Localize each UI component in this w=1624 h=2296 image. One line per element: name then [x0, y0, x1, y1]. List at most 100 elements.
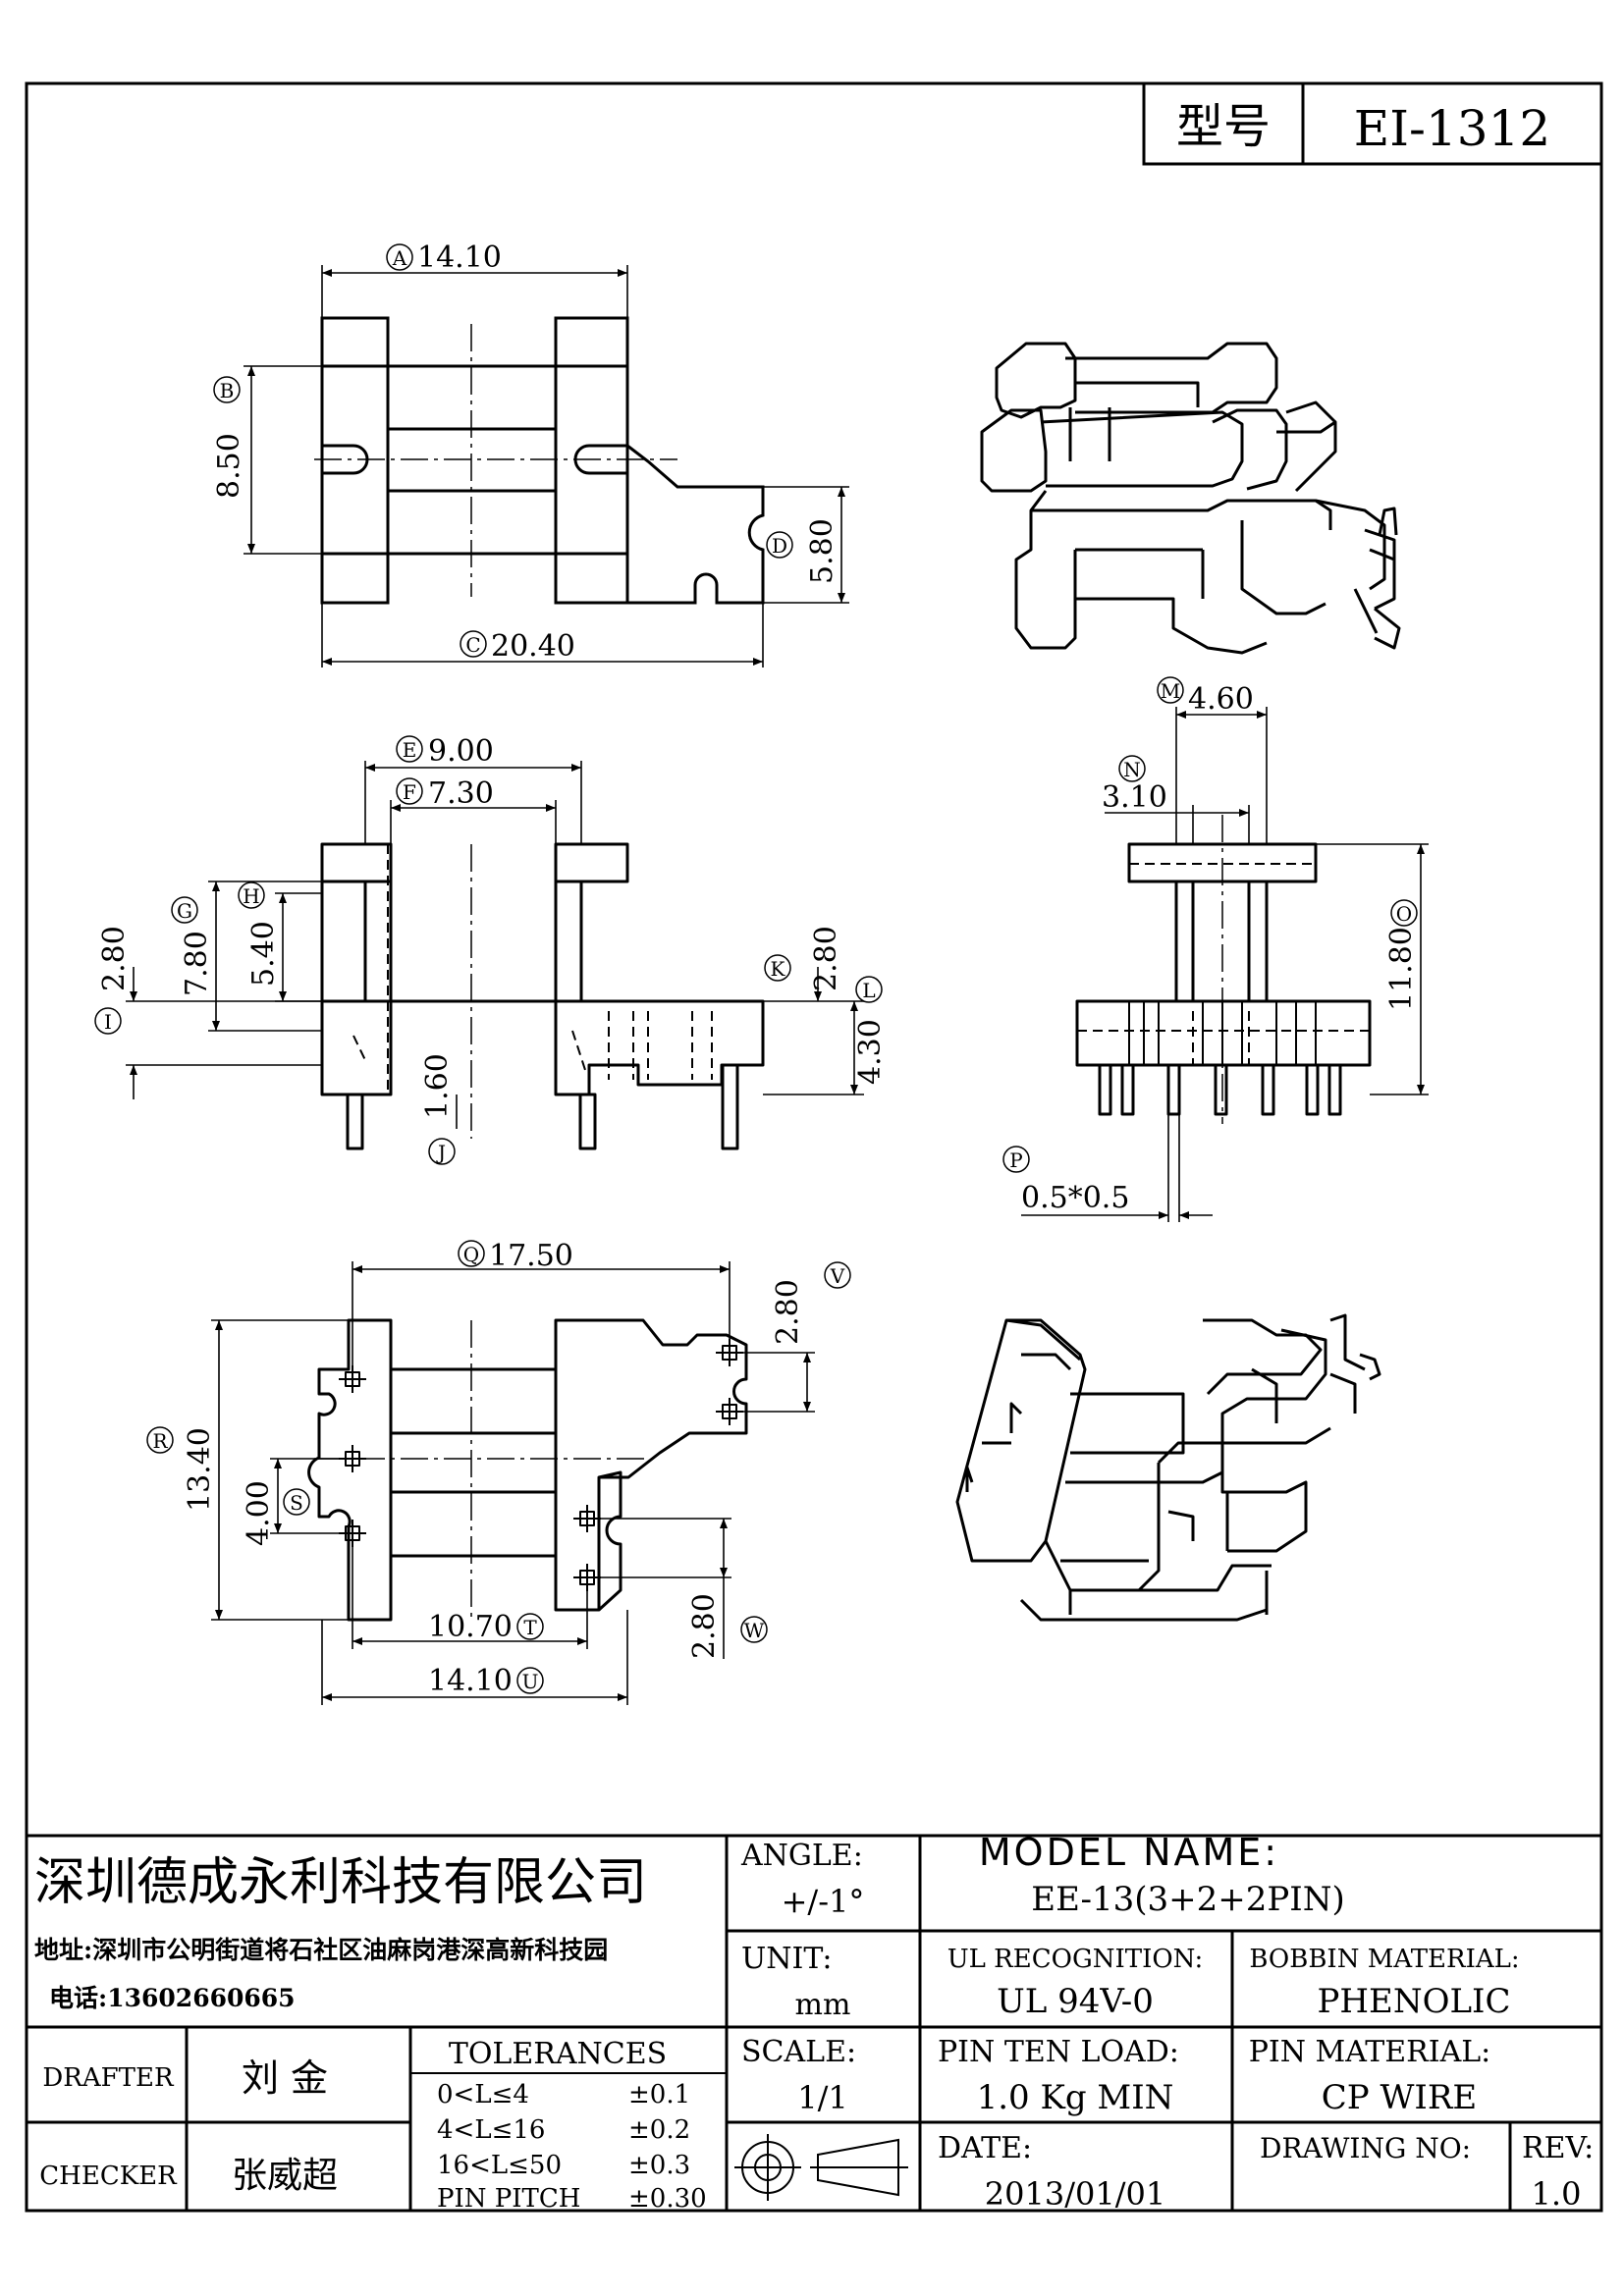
side-view [1075, 815, 1372, 1124]
unit-label: UNIT: [741, 1942, 832, 1976]
tolerance-range-2: 4<L≤16 [437, 2115, 545, 2145]
dim-marker-B-letter: B [220, 379, 235, 402]
iso-view-top [980, 342, 1401, 655]
dim-value-V: 2.80 [771, 1279, 805, 1345]
drafter-label: DRAFTER [42, 2063, 175, 2093]
date-value: 2013/01/01 [985, 2175, 1165, 2213]
tolerance-range-4: PIN PITCH [437, 2184, 580, 2214]
pin-material-value: CP WIRE [1322, 2078, 1478, 2117]
angle-label: ANGLE: [740, 1839, 863, 1873]
dim-marker-U-letter: U [522, 1670, 539, 1693]
dim-marker-D-letter: D [772, 534, 787, 558]
dim-value-N: 3.10 [1102, 780, 1167, 815]
model-value: EE-13(3+2+2PIN) [1031, 1880, 1344, 1919]
title-block [27, 1834, 1601, 2211]
tolerance-range-1: 0<L≤4 [437, 2080, 529, 2109]
dim-value-M: 4.60 [1188, 682, 1254, 717]
dim-value-K: 2.80 [809, 926, 843, 991]
tolerance-value-2: ±0.2 [628, 2115, 690, 2145]
dim-marker-M-letter: M [1161, 679, 1180, 703]
dim-marker-D [766, 531, 793, 559]
dim-marker-R [146, 1426, 174, 1454]
dim-marker-T [516, 1613, 544, 1640]
rev-value: 1.0 [1532, 2175, 1582, 2213]
dim-marker-V-letter: V [830, 1264, 845, 1288]
dim-marker-A [386, 243, 413, 271]
dimension-labels: A 14.10 B 8.50 C 20.40 D 5.80 E 9.00 F 7… [94, 240, 1419, 1698]
dim-marker-S-letter: S [290, 1491, 303, 1515]
bottom-view [307, 1318, 748, 1622]
dim-marker-T-letter: T [523, 1616, 537, 1639]
dim-marker-W [740, 1616, 768, 1643]
tolerances-label: TOLERANCES [449, 2037, 667, 2071]
dim-marker-O-letter: O [1396, 902, 1412, 926]
dim-marker-I-letter: I [104, 1010, 112, 1034]
tolerance-value-1: ±0.1 [628, 2080, 690, 2109]
dim-marker-J [428, 1138, 456, 1165]
top-view [314, 316, 765, 605]
dim-marker-K [764, 954, 791, 982]
dim-marker-M [1157, 676, 1184, 704]
front-view [320, 842, 765, 1150]
iso-view-bottom [955, 1313, 1381, 1622]
tolerance-value-3: ±0.3 [628, 2151, 690, 2180]
dim-value-W: 2.80 [687, 1593, 722, 1659]
dim-value-H: 5.40 [246, 921, 281, 987]
dim-value-E: 9.00 [428, 734, 494, 769]
dim-marker-L-letter: L [862, 979, 875, 1002]
dim-marker-H-letter: H [243, 884, 259, 908]
dim-value-T: 10.70 [428, 1610, 513, 1644]
dim-marker-S [283, 1488, 310, 1516]
tolerance-value-4: ±0.30 [628, 2184, 707, 2214]
model-label: MODEL NAME: [979, 1831, 1279, 1874]
dim-value-S: 4.00 [242, 1480, 276, 1546]
dim-marker-K-letter: K [771, 957, 786, 981]
tolerance-range-3: 16<L≤50 [437, 2151, 562, 2180]
dim-marker-C-letter: C [465, 633, 480, 657]
bobbin-value: PHENOLIC [1318, 1982, 1511, 2021]
projection-symbol [734, 2134, 908, 2201]
checker-label: CHECKER [39, 2162, 178, 2191]
dim-marker-G [171, 896, 198, 924]
drawing-border [25, 81, 1603, 2213]
dim-marker-Q-letter: Q [463, 1243, 479, 1266]
dim-marker-E-letter: E [403, 738, 417, 762]
dim-value-R: 13.40 [183, 1427, 217, 1512]
dim-marker-P [1002, 1146, 1030, 1173]
company-name: 深圳德成永利科技有限公司 [34, 1853, 647, 1912]
dim-marker-U [516, 1667, 544, 1694]
dim-marker-F-letter: F [403, 780, 416, 804]
pin-material-label: PIN MATERIAL: [1249, 2035, 1491, 2069]
angle-value: +/-1° [782, 1883, 865, 1920]
company-phone: 电话:13602660665 [49, 1984, 296, 2012]
date-label: DATE: [938, 2131, 1032, 2165]
dim-marker-F [396, 777, 423, 805]
dim-marker-B [213, 376, 241, 403]
dim-value-P: 0.5*0.5 [1021, 1181, 1129, 1215]
ul-label: UL RECOGNITION: [947, 1945, 1204, 1974]
company-address: 地址:深圳市公明街道将石社区油麻岗港深高新科技园 [34, 1936, 608, 1964]
drawing-no-label: DRAWING NO: [1260, 2132, 1471, 2164]
dimension-lines [126, 265, 1429, 1705]
dim-marker-V [824, 1261, 851, 1289]
dim-marker-J-letter: J [436, 1141, 446, 1164]
title-block-text: 深圳德成永利科技有限公司 地址:深圳市公明街道将石社区油麻岗港深高新科技园 电话… [34, 1831, 1594, 2214]
dim-value-O: 11.80 [1384, 927, 1419, 1011]
dim-value-D: 5.80 [805, 518, 839, 584]
dim-value-I: 2.80 [97, 926, 132, 991]
dim-marker-L [855, 976, 883, 1003]
dim-value-J: 1.60 [420, 1053, 455, 1119]
dim-marker-O [1390, 899, 1418, 927]
dim-value-C: 20.40 [491, 629, 575, 664]
drafter-value: 刘 金 [242, 2056, 328, 2100]
dim-value-U: 14.10 [428, 1664, 513, 1698]
scale-value: 1/1 [797, 2079, 848, 2116]
type-value: EI-1312 [1354, 100, 1550, 157]
dim-value-L: 4.30 [853, 1019, 888, 1085]
type-box: 型号 EI-1312 [1142, 81, 1603, 166]
dim-value-A: 14.10 [417, 240, 502, 275]
dim-value-G: 7.80 [180, 931, 214, 996]
rev-label: REV: [1522, 2131, 1594, 2165]
checker-value: 张威超 [232, 2156, 338, 2196]
